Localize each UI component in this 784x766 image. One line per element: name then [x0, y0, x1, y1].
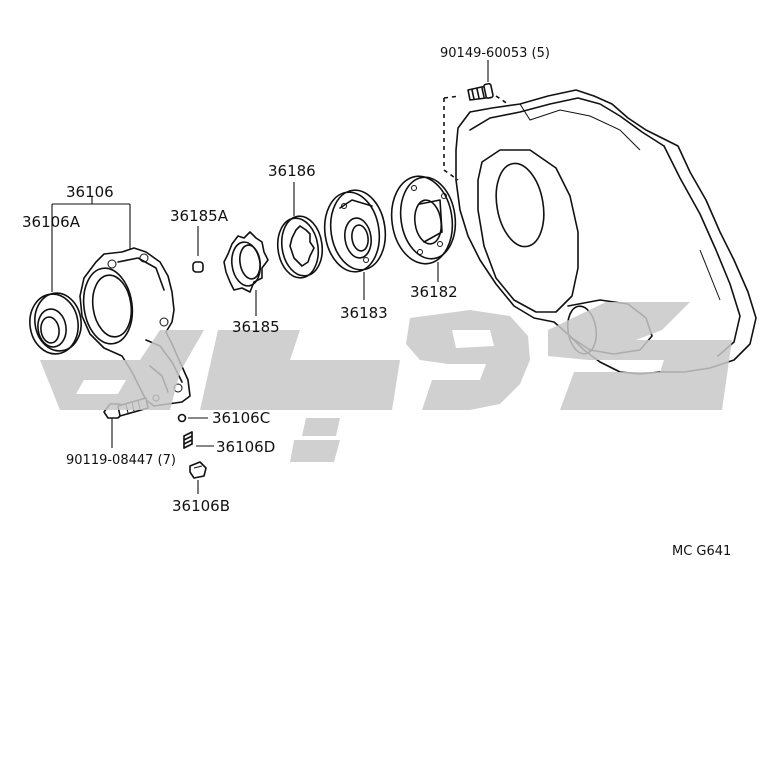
label-case-bolt: 90149-60053 (5) — [440, 46, 550, 61]
plug — [189, 461, 207, 479]
watermark-logo — [40, 302, 732, 462]
pin — [192, 261, 204, 273]
check-ball — [177, 413, 187, 423]
label-plug: 36106B — [172, 497, 230, 515]
driven-rotor — [223, 231, 269, 293]
label-driven-rotor: 36185 — [232, 318, 280, 336]
oil-seal — [29, 292, 82, 355]
figure-code: MC G641 — [672, 544, 731, 559]
spring — [183, 431, 193, 449]
label-drive-rotor: 36186 — [268, 162, 316, 180]
label-housing-bolt: 90119-08447 (7) — [66, 453, 176, 468]
drive-rotor — [276, 215, 324, 279]
label-pin: 36185A — [170, 207, 229, 225]
transfer-case-housing — [455, 89, 757, 375]
label-pump-body: 36183 — [340, 304, 388, 322]
label-pump-cover: 36182 — [410, 283, 458, 301]
label-oil-seal: 36106A — [22, 213, 81, 231]
label-ball: 36106C — [212, 409, 270, 427]
label-spring: 36106D — [216, 438, 275, 456]
label-housing: 36106 — [66, 183, 114, 201]
pump-cover — [390, 175, 457, 265]
housing-bracket-leader — [51, 203, 131, 292]
pump-body — [323, 189, 387, 273]
case-bolt-centerline — [443, 95, 509, 181]
case-bolt — [467, 82, 494, 101]
